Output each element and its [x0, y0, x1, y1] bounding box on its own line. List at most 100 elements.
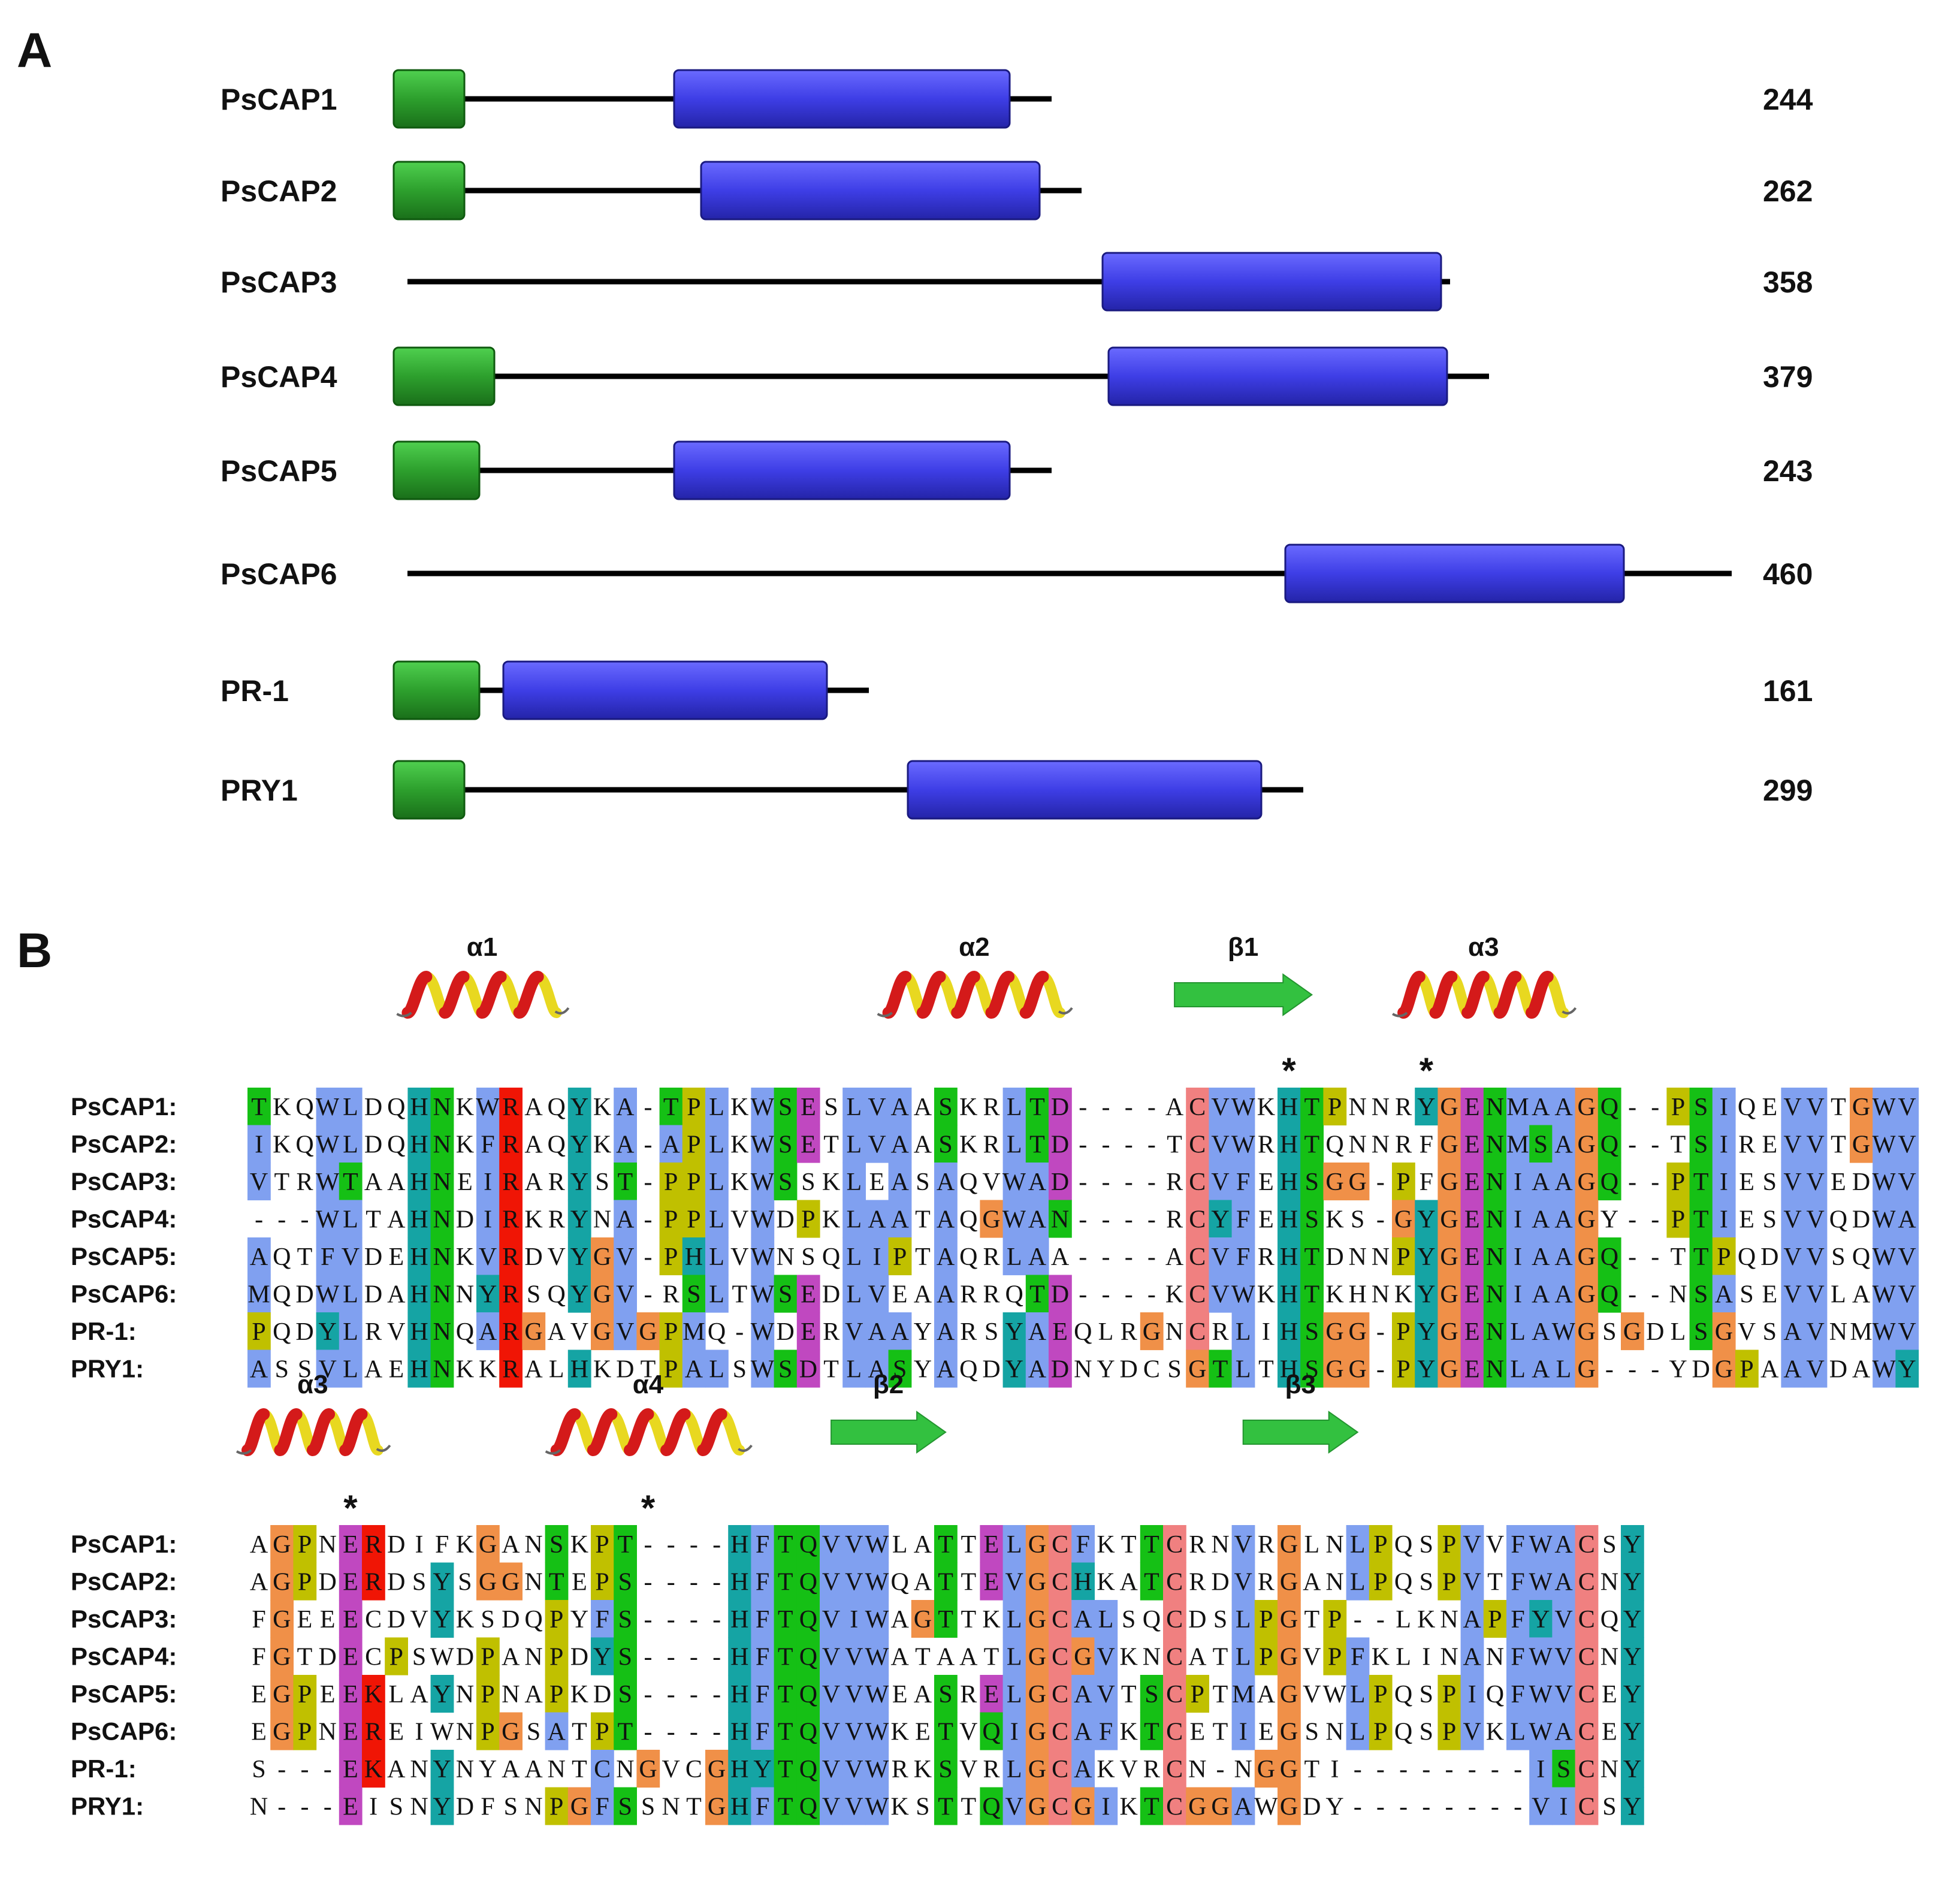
- residue-letter: Q: [1600, 1281, 1618, 1309]
- residue-shade: [316, 1125, 340, 1163]
- residue-letter: Y: [593, 1644, 611, 1671]
- sequence-name: PsCAP2:: [71, 1568, 177, 1596]
- residue-shade: [1506, 1675, 1530, 1713]
- residue-shade: [659, 1312, 683, 1351]
- residue-shade: [407, 1275, 431, 1313]
- residue-letter: G: [1623, 1318, 1641, 1346]
- sequence-name: PsCAP3:: [71, 1167, 177, 1195]
- cap-domain-box: [1107, 346, 1448, 406]
- residue-shade: [339, 1312, 363, 1351]
- residue-letter: Y: [319, 1318, 337, 1346]
- residue-letter: P: [687, 1169, 700, 1196]
- residue-letter: D: [1211, 1569, 1229, 1596]
- residue-shade: [1895, 1163, 1919, 1201]
- residue-shade: [1300, 1237, 1324, 1276]
- residue-letter: A: [502, 1644, 520, 1671]
- residue-shade: [1231, 1562, 1255, 1601]
- residue-letter: N: [1486, 1318, 1504, 1346]
- residue-letter: -: [1651, 1243, 1659, 1271]
- residue-letter: -: [1102, 1169, 1110, 1196]
- residue-letter: R: [983, 1243, 999, 1271]
- residue-shade: [1346, 1675, 1370, 1713]
- residue-letter: V: [845, 1644, 863, 1671]
- residue-letter: S: [1739, 1281, 1753, 1309]
- residue-letter: T: [1693, 1243, 1709, 1271]
- residue-letter: G: [593, 1318, 611, 1346]
- beta-strand: β1: [1174, 932, 1313, 1016]
- residue-shade: [1529, 1750, 1553, 1788]
- protein-length: 243: [1763, 454, 1813, 488]
- residue-letter: G: [1028, 1756, 1046, 1783]
- residue-letter: A: [937, 1243, 955, 1271]
- sequence-name: PsCAP4:: [71, 1205, 177, 1233]
- helix-coil-tail: [1392, 1012, 1408, 1018]
- secondary-structure-label: β2: [873, 1370, 904, 1399]
- residue-letter: Q: [273, 1281, 291, 1309]
- residue-letter: -: [1628, 1243, 1636, 1271]
- residue-shade: [476, 1125, 500, 1163]
- residue-shade: [865, 1200, 889, 1238]
- residue-letter: G: [1349, 1318, 1367, 1346]
- residue-shade: [1597, 1163, 1621, 1201]
- residue-shade: [339, 1163, 363, 1201]
- residue-letter: G: [982, 1206, 1000, 1234]
- residue-letter: E: [1762, 1131, 1777, 1159]
- residue-letter: W: [751, 1356, 775, 1384]
- residue-letter: G: [1852, 1131, 1870, 1159]
- residue-letter: D: [1303, 1794, 1321, 1821]
- residue-shade: [820, 1712, 843, 1750]
- residue-shade: [1552, 1712, 1576, 1750]
- residue-letter: A: [1554, 1094, 1573, 1121]
- residue-letter: R: [1143, 1756, 1160, 1783]
- residue-shade: [1575, 1275, 1599, 1313]
- residue-letter: Y: [1623, 1531, 1641, 1559]
- residue-shade: [476, 1712, 500, 1750]
- helix-ribbon-front: [241, 1408, 270, 1456]
- residue-shade: [1781, 1200, 1805, 1238]
- residue-shade: [980, 1525, 1004, 1563]
- residue-letter: G: [1578, 1318, 1596, 1346]
- residue-letter: R: [1258, 1131, 1275, 1159]
- residue-letter: E: [1464, 1243, 1480, 1271]
- residue-letter: L: [343, 1356, 358, 1384]
- residue-shade: [1552, 1787, 1576, 1825]
- residue-letter: D: [387, 1606, 405, 1634]
- residue-letter: -: [1514, 1756, 1522, 1783]
- residue-letter: A: [937, 1356, 955, 1384]
- residue-letter: S: [1602, 1794, 1616, 1821]
- residue-shade: [705, 1237, 729, 1276]
- residue-letter: V: [730, 1243, 748, 1271]
- residue-shade: [728, 1712, 751, 1750]
- residue-shade: [545, 1525, 569, 1563]
- residue-letter: W: [430, 1644, 454, 1671]
- residue-letter: -: [1651, 1169, 1659, 1196]
- residue-shade: [888, 1237, 912, 1276]
- residue-shade: [430, 1600, 454, 1638]
- residue-letter: V: [845, 1531, 863, 1559]
- residue-letter: E: [1464, 1206, 1480, 1234]
- residue-shade: [591, 1312, 614, 1351]
- residue-letter: F: [1076, 1531, 1090, 1559]
- residue-letter: F: [756, 1794, 769, 1821]
- residue-letter: P: [481, 1644, 494, 1671]
- helix-coil-tail: [396, 1012, 412, 1018]
- residue-shade: [1025, 1237, 1049, 1276]
- residue-shade: [1002, 1163, 1026, 1201]
- residue-letter: V: [479, 1243, 497, 1271]
- residue-letter: D: [364, 1243, 382, 1271]
- residue-shade: [362, 1750, 385, 1788]
- residue-shade: [476, 1562, 500, 1601]
- residue-letter: G: [1188, 1794, 1206, 1821]
- residue-letter: C: [1166, 1719, 1183, 1746]
- protein-name: PsCAP3: [221, 265, 337, 299]
- residue-letter: Q: [959, 1169, 977, 1196]
- residue-shade: [796, 1750, 820, 1788]
- residue-letter: N: [319, 1719, 337, 1746]
- residue-letter: A: [548, 1719, 566, 1746]
- residue-letter: G: [1578, 1243, 1596, 1271]
- residue-letter: Q: [982, 1719, 1000, 1746]
- residue-letter: A: [364, 1356, 383, 1384]
- helix-ribbon-front: [401, 971, 433, 1019]
- residue-letter: V: [1898, 1318, 1916, 1346]
